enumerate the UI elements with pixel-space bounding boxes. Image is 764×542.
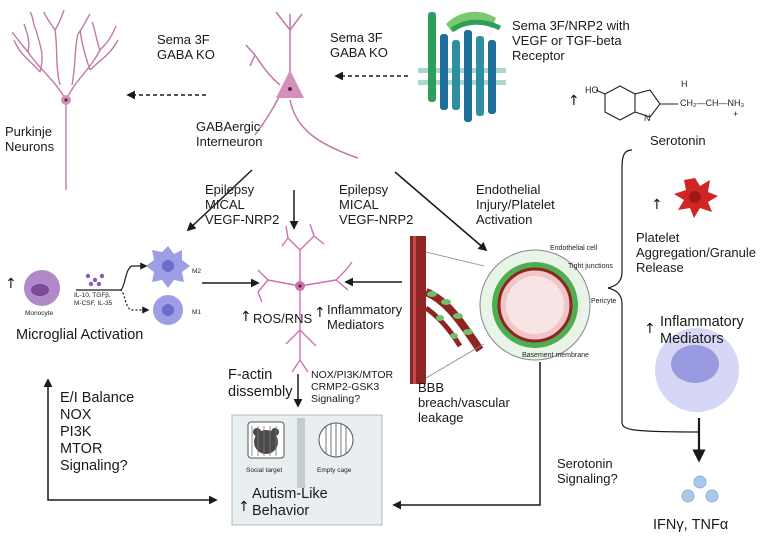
nox-signaling-label: NOX/PI3K/MTOR CRMP2-GSK3 Signaling? bbox=[311, 369, 394, 405]
platelet-up-arrow: ↑ bbox=[651, 197, 663, 213]
chem-ho: HO bbox=[585, 85, 599, 95]
serotonin-up-arrow: ↑ bbox=[568, 93, 580, 109]
inflammatory-mid-up-arrow: ↑ bbox=[314, 305, 326, 321]
tight-junctions-label: Tight junctions bbox=[568, 263, 613, 270]
central-neuron-illustration bbox=[257, 223, 353, 373]
interneuron-label: GABAergic Interneuron bbox=[196, 119, 263, 149]
inflammatory-mid-label: Inflammatory Mediators bbox=[327, 302, 403, 332]
serotonin-label: Serotonin bbox=[650, 133, 706, 148]
receptor-complex-illustration bbox=[418, 11, 506, 122]
monocyte-up-arrow: ↑ bbox=[5, 276, 17, 292]
cytokine-dots bbox=[85, 273, 105, 287]
pathway-arrows bbox=[43, 71, 706, 510]
m2-label: M2 bbox=[192, 268, 202, 275]
chem-n: N bbox=[644, 113, 651, 123]
microglia-m1 bbox=[153, 295, 183, 325]
ifn-tnf-label: IFNγ, TNFα bbox=[653, 517, 729, 533]
sema-gaba-left-label: Sema 3F GABA KO bbox=[157, 32, 215, 62]
autism-up-arrow: ↑ bbox=[238, 499, 250, 515]
right-bracket bbox=[607, 149, 701, 433]
inflammatory-right-up-arrow: ↑ bbox=[644, 321, 656, 337]
cytokine-bubbles bbox=[681, 475, 719, 503]
cytokine-label: IL-10, TGFβ, M-CSF, IL-35 bbox=[74, 292, 113, 307]
basement-membrane-label: Basement membrane bbox=[522, 352, 589, 359]
epilepsy-mid-label: Epilepsy MICAL VEGF-NRP2 bbox=[339, 182, 414, 227]
pericyte-label: Pericyte bbox=[591, 298, 617, 305]
platelet-label: Platelet Aggregation/Granule Release bbox=[636, 230, 756, 275]
microglial-activation-label: Microglial Activation bbox=[16, 327, 144, 343]
factin-label: F-actin dissembly bbox=[228, 367, 293, 400]
ros-up-arrow: ↑ bbox=[240, 309, 252, 325]
purkinje-label: Purkinje Neurons bbox=[5, 124, 55, 154]
chem-h: H bbox=[681, 79, 688, 89]
endothelial-cell-label: Endothelial cell bbox=[550, 245, 598, 252]
ros-label: ROS/RNS bbox=[253, 311, 313, 326]
sema-gaba-mid-label: Sema 3F GABA KO bbox=[330, 30, 388, 60]
autism-label: Autism-Like Behavior bbox=[252, 486, 328, 519]
inflammatory-right-label: Inflammatory Mediators bbox=[660, 314, 744, 347]
receptor-label: Sema 3F/NRP2 with VEGF or TGF-beta Recep… bbox=[512, 18, 630, 63]
behavior-box bbox=[231, 414, 383, 526]
chem-plus: + bbox=[733, 109, 739, 119]
endothelial-injury-label: Endothelial Injury/Platelet Activation bbox=[476, 182, 555, 227]
epilepsy-left-label: Epilepsy MICAL VEGF-NRP2 bbox=[205, 182, 280, 227]
chem-chain: CH₂—CH—NH₃ bbox=[680, 98, 745, 108]
monocyte-label: Monocyte bbox=[25, 310, 54, 317]
platelet-illustration bbox=[674, 178, 718, 218]
microglia-m2 bbox=[146, 246, 190, 288]
blood-vessel-illustration bbox=[410, 236, 484, 384]
vessel-cross-section bbox=[479, 249, 591, 361]
m1-label: M1 bbox=[192, 309, 202, 316]
immune-cell-illustration bbox=[655, 328, 739, 412]
gaba-interneuron-illustration bbox=[245, 11, 359, 159]
empty-cage-label: Empty cage bbox=[317, 467, 352, 474]
serotonin-molecule bbox=[595, 85, 678, 121]
bbb-label: BBB breach/vascular leakage bbox=[418, 380, 510, 425]
interneuron-soma bbox=[276, 70, 304, 98]
ei-balance-label: E/I Balance NOX PI3K MTOR Signaling? bbox=[60, 390, 135, 474]
serotonin-signaling-label: Serotonin Signaling? bbox=[557, 456, 618, 486]
purkinje-neuron-illustration bbox=[11, 9, 119, 190]
monocyte-cell bbox=[24, 270, 60, 306]
social-target-label: Social target bbox=[246, 467, 283, 474]
